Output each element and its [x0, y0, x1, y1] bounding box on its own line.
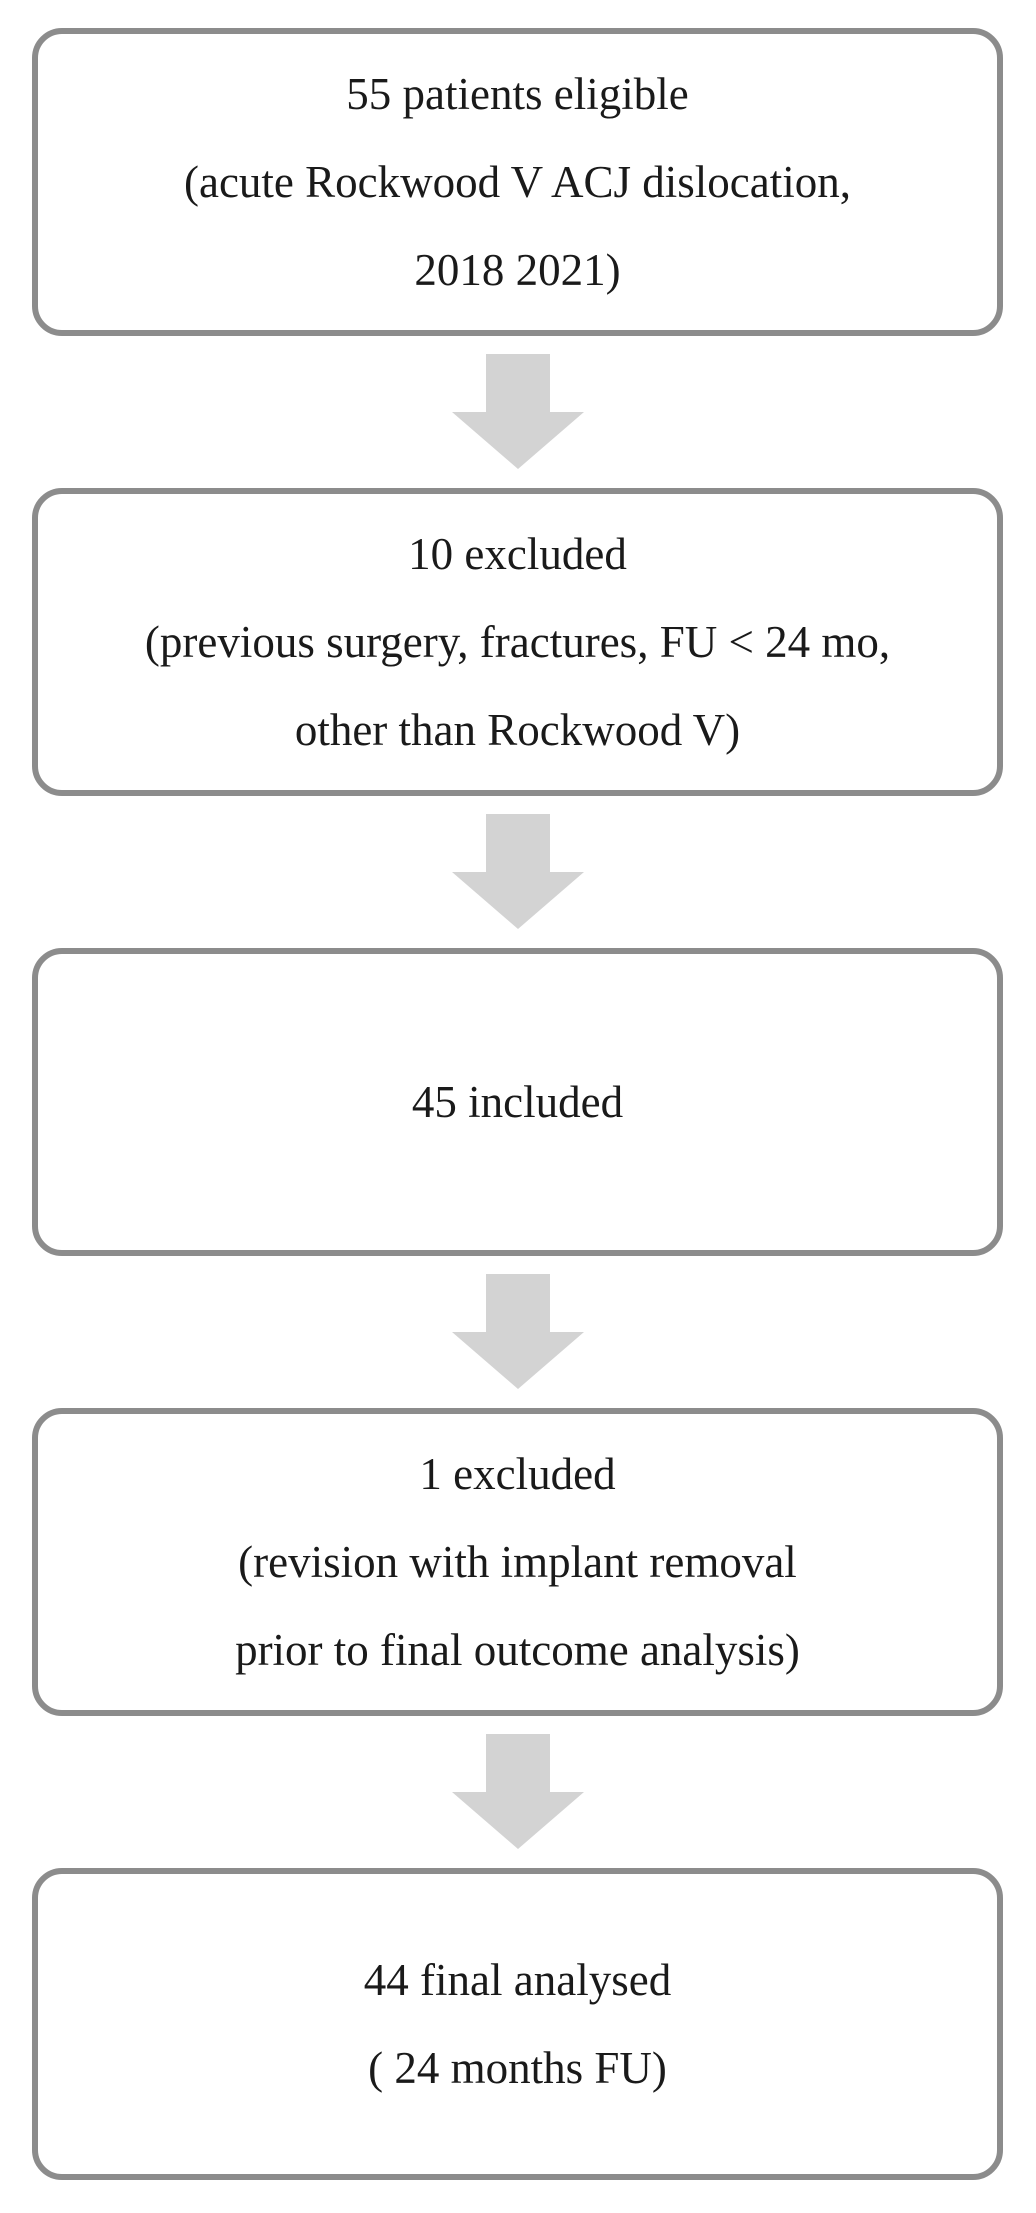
down-arrow-icon: [452, 1274, 584, 1389]
box-excluded-first-line-1: 10 excluded: [408, 529, 627, 579]
box-excluded-first: 10 excluded (previous surgery, fractures…: [32, 488, 1003, 796]
box-eligible-line-3: 2018 2021): [414, 245, 621, 295]
down-arrow-icon: [452, 1734, 584, 1849]
box-final-analysed: 44 final analysed ( 24 months FU): [32, 1868, 1003, 2180]
box-excluded-second-line-3: prior to final outcome analysis): [235, 1625, 800, 1675]
box-final-analysed-line-2: ( 24 months FU): [368, 2043, 667, 2093]
box-final-analysed-line-1: 44 final analysed: [363, 1955, 672, 2005]
down-arrow-icon: [452, 354, 584, 469]
down-arrow-icon: [452, 814, 584, 929]
box-excluded-first-line-3: other than Rockwood V): [294, 705, 741, 755]
box-excluded-first-line-2: (previous surgery, fractures, FU < 24 mo…: [144, 617, 891, 667]
box-eligible: 55 patients eligible (acute Rockwood V A…: [32, 28, 1003, 336]
box-eligible-line-1: 55 patients eligible: [346, 69, 689, 119]
box-excluded-second-line-2: (revision with implant removal: [238, 1537, 797, 1587]
box-eligible-line-2: (acute Rockwood V ACJ dislocation,: [183, 157, 852, 207]
box-excluded-second-line-1: 1 excluded: [419, 1449, 616, 1499]
box-excluded-second: 1 excluded (revision with implant remova…: [32, 1408, 1003, 1716]
box-included: 45 included: [32, 948, 1003, 1256]
box-included-line-1: 45 included: [411, 1077, 624, 1127]
